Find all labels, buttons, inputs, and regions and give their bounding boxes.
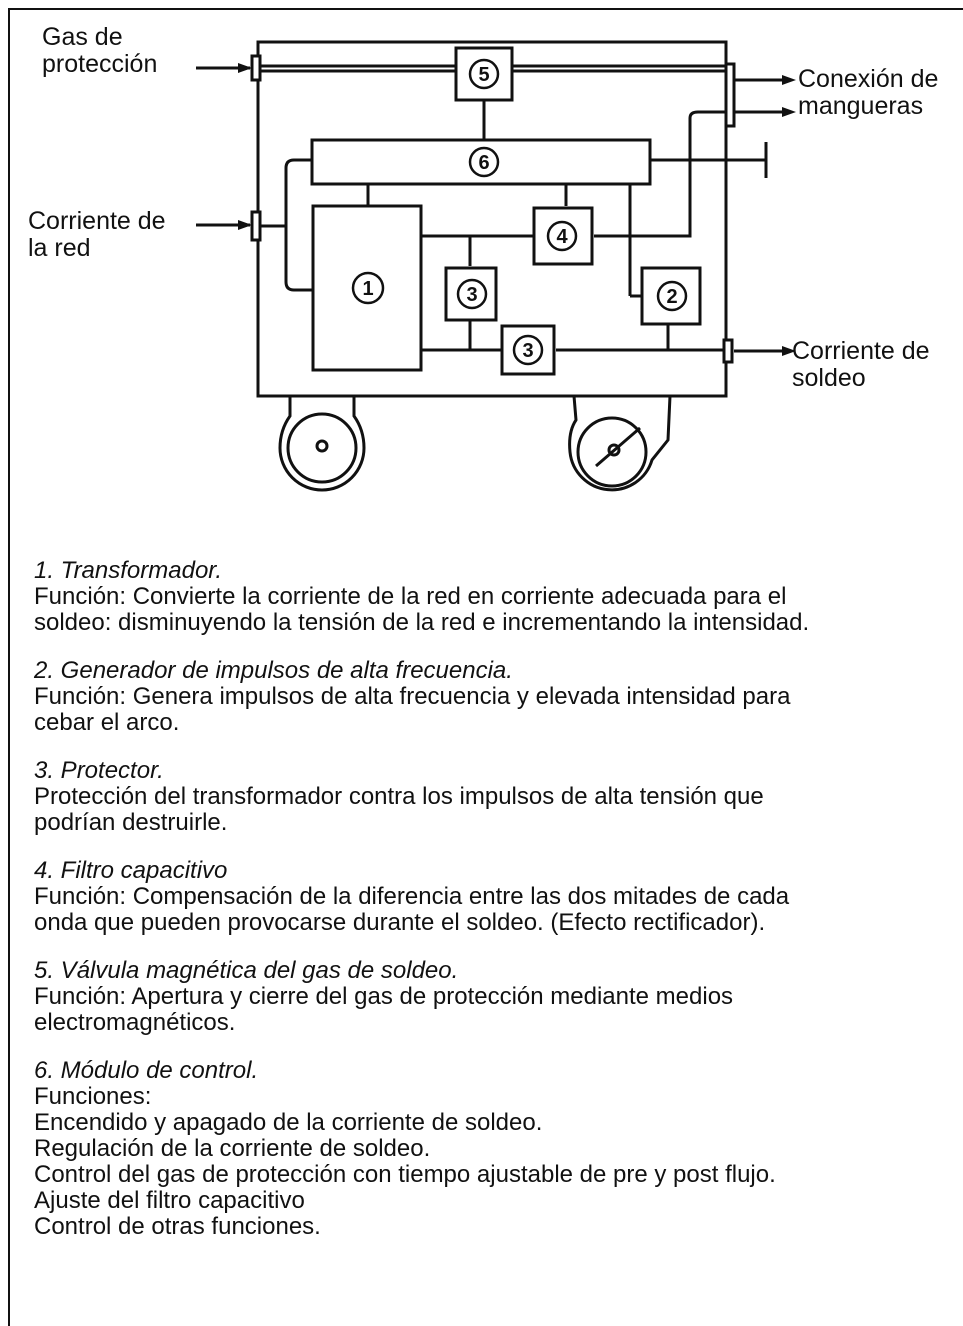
legend-item-text: Control del gas de protección con tiempo…: [34, 1161, 776, 1188]
legend-item-text: Ajuste del filtro capacitivo: [34, 1187, 305, 1214]
legend-item-text: onda que pueden provocarse durante el so…: [34, 909, 766, 936]
page-frame: [8, 8, 963, 1326]
label-conexion-mangueras: Conexión de mangueras: [798, 66, 938, 120]
component-5-number: 5: [478, 64, 489, 86]
component-4-number: 4: [556, 226, 568, 248]
legend-item-title: 2. Generador de impulsos de alta frecuen…: [34, 657, 513, 684]
legend-item-text: Funciones:: [34, 1083, 152, 1110]
box-5: [454, 46, 514, 102]
legend-item-3: 3. Protector. Protección del transformad…: [34, 758, 934, 836]
legend-item-title: 3. Protector.: [34, 757, 164, 784]
label-gas-proteccion-line1: Gas de: [42, 23, 123, 51]
legend-item-4: 4. Filtro capacitivo Función: Compensaci…: [34, 858, 934, 936]
wheel-right: [568, 395, 672, 492]
component-3b-number: 3: [522, 340, 533, 362]
legend-item-text: soldeo: disminuyendo la tensión de la re…: [34, 609, 810, 636]
legend-item-title: 4. Filtro capacitivo: [34, 857, 228, 884]
label-corriente-red-line2: la red: [28, 234, 91, 262]
legend-item-text: Encendido y apagado de la corriente de s…: [34, 1109, 543, 1136]
label-gas-proteccion: Gas de protección: [42, 24, 157, 78]
legend-item-6: 6. Módulo de control. Funciones: Encendi…: [34, 1058, 934, 1240]
component-2-number: 2: [666, 286, 677, 308]
welding-machine-diagram: 5 6 1 4 3 3 2: [196, 40, 796, 492]
label-corriente-soldeo-line1: Corriente de: [792, 337, 930, 365]
legend-item-text: Control de otras funciones.: [34, 1213, 321, 1240]
label-corriente-red: Corriente de la red: [28, 208, 166, 262]
control-module-bar: [310, 138, 652, 186]
legend-item-text: Función: Compensación de la diferencia e…: [34, 883, 790, 910]
legend-item-text: Regulación de la corriente de soldeo.: [34, 1135, 431, 1162]
legend-item-title: 1. Transformador.: [34, 557, 223, 584]
component-1-number: 1: [362, 278, 373, 300]
box-2: [640, 266, 702, 326]
legend-item-text: Protección del transformador contra los …: [34, 783, 764, 810]
legend-item-text: Función: Apertura y cierre del gas de pr…: [34, 983, 734, 1010]
legend-item-1: 1. Transformador. Función: Convierte la …: [34, 558, 934, 636]
legend-item-2: 2. Generador de impulsos de alta frecuen…: [34, 658, 934, 736]
label-conexion-line1: Conexión de: [798, 65, 939, 93]
label-corriente-soldeo: Corriente de soldeo: [792, 338, 930, 392]
wheel-left: [278, 396, 366, 492]
legend-item-text: podrían destruirle.: [34, 809, 228, 836]
label-corriente-red-line1: Corriente de: [28, 207, 166, 235]
legend-item-text: Función: Genera impulsos de alta frecuen…: [34, 683, 791, 710]
component-3a-number: 3: [466, 284, 477, 306]
legend-item-text: cebar el arco.: [34, 709, 180, 736]
label-gas-proteccion-line2: protección: [42, 50, 158, 78]
component-6-number: 6: [478, 152, 489, 174]
legend-item-title: 5. Válvula magnética del gas de soldeo.: [34, 957, 459, 984]
label-conexion-line2: mangueras: [798, 92, 924, 120]
legend-item-5: 5. Válvula magnética del gas de soldeo. …: [34, 958, 934, 1036]
label-corriente-soldeo-line2: soldeo: [792, 364, 866, 392]
legend-item-title: 6. Módulo de control.: [34, 1057, 259, 1084]
component-legend: 1. Transformador. Función: Convierte la …: [34, 558, 934, 1262]
legend-item-text: Función: Convierte la corriente de la re…: [34, 583, 787, 610]
legend-item-text: electromagnéticos.: [34, 1009, 236, 1036]
